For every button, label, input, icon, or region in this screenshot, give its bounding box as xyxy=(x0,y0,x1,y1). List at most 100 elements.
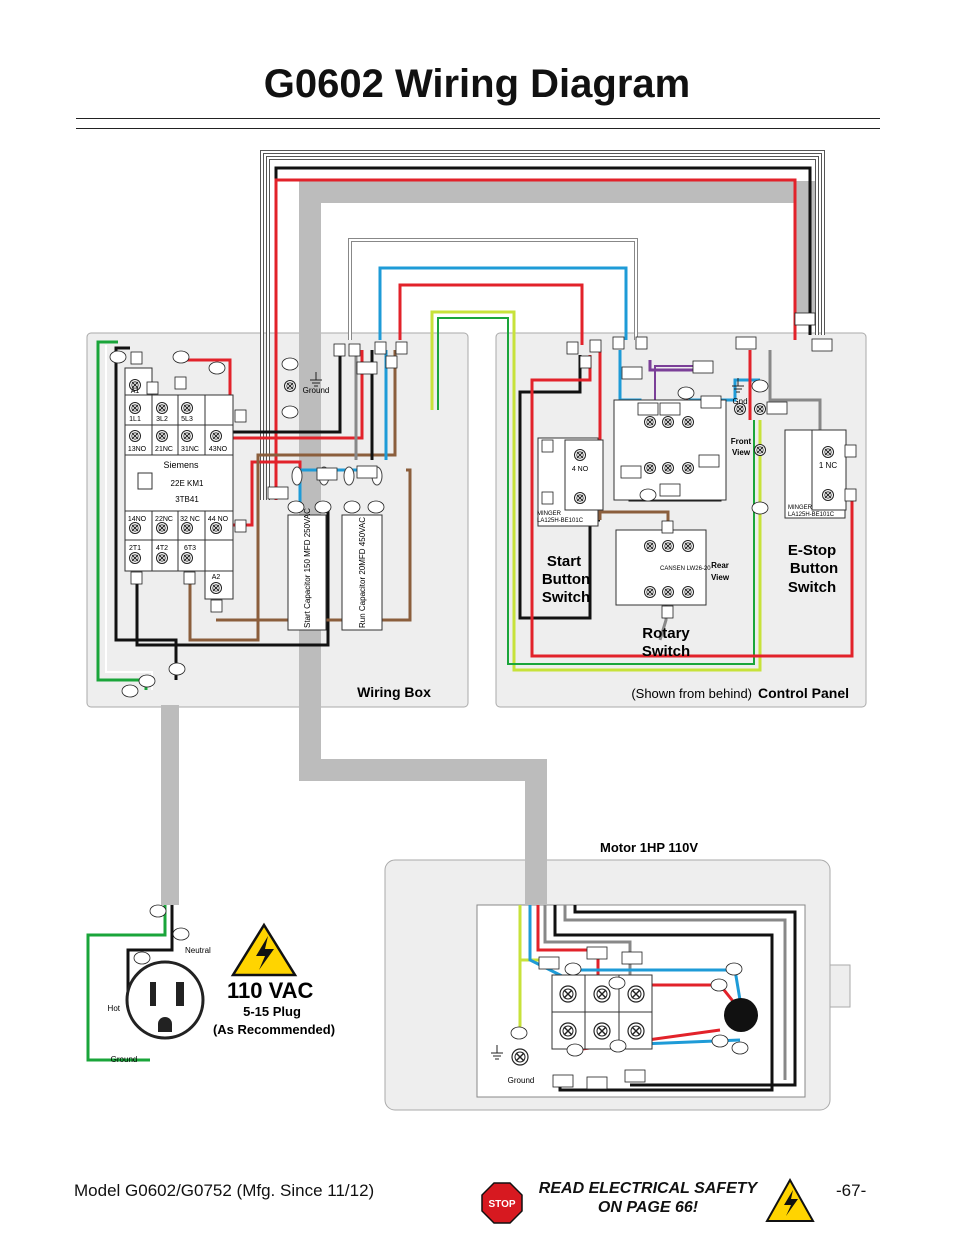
estop-switch-brand: MINGER xyxy=(788,505,813,511)
wire-color-tag xyxy=(566,1043,584,1057)
wire-color-tag xyxy=(564,962,582,976)
wire-color-tag xyxy=(710,978,728,992)
footer-safety-line1: READ ELECTRICAL SAFETY xyxy=(538,1180,758,1197)
terminal-tag xyxy=(624,1069,646,1083)
terminal-tag xyxy=(267,486,289,500)
main-conduit xyxy=(299,181,816,705)
wire-color-tag xyxy=(751,501,769,515)
terminal-tag xyxy=(234,409,247,423)
footer-model: Model G0602/G0752 (Mfg. Since 11/12) xyxy=(74,1181,375,1200)
wire-color-tag xyxy=(138,674,156,688)
terminal-tag xyxy=(385,355,398,369)
term-31nc: 31NC xyxy=(181,446,199,453)
wire-color-tag xyxy=(751,379,769,393)
estop-switch-nc: 1 NC xyxy=(819,461,837,470)
motor-terminal-block xyxy=(724,998,758,1032)
start-switch-no: 4 NO xyxy=(572,466,589,473)
term-3l2: 3L2 xyxy=(156,416,168,423)
terminal-tag xyxy=(356,465,378,479)
wire-color-tag xyxy=(314,500,332,514)
voltage-label: 110 VAC xyxy=(227,978,314,1003)
term-5l3: 5L3 xyxy=(181,416,193,423)
terminal-tag xyxy=(538,956,560,970)
terminal-tag xyxy=(348,343,361,357)
terminal-tag xyxy=(586,1076,608,1090)
start-switch-title-1: Start xyxy=(547,553,581,570)
terminal-tag xyxy=(552,1074,574,1088)
terminal-tag xyxy=(661,520,674,534)
front-view-label-2: View xyxy=(732,448,751,457)
motor-ground-label: Ground xyxy=(508,1076,535,1085)
plug-neutral-label: Neutral xyxy=(185,946,211,955)
term-2t1: 2T1 xyxy=(129,545,141,552)
estop-title-2: Button xyxy=(790,560,838,577)
rotary-switch-title-2: Switch xyxy=(642,643,690,660)
terminal-tag xyxy=(210,599,223,613)
plug-hot-label: Hot xyxy=(108,1004,121,1013)
terminal-tag xyxy=(844,444,857,458)
wire-color-tag xyxy=(109,350,127,364)
estop-title-1: E-Stop xyxy=(788,542,836,559)
terminal-tag xyxy=(566,341,579,355)
term-32nc: 32 NC xyxy=(180,516,200,523)
wire-color-tag xyxy=(731,1041,749,1055)
terminal-tag xyxy=(146,381,159,395)
terminal-tag xyxy=(661,605,674,619)
wire-color-tag xyxy=(639,488,657,502)
terminal-tag xyxy=(612,336,625,350)
wiring-box-ground-label: Ground xyxy=(303,386,330,395)
ground-symbol-icon xyxy=(732,378,744,393)
wire-color-tag xyxy=(367,500,385,514)
start-switch-model: LA125H-BE101C xyxy=(537,518,584,524)
terminal-tag xyxy=(659,483,681,497)
wire-color-tag xyxy=(711,1034,729,1048)
terminal-tag xyxy=(183,571,196,585)
stop-sign-text: STOP xyxy=(488,1199,515,1210)
page-title: G0602 Wiring Diagram xyxy=(263,62,691,106)
terminal-tag xyxy=(174,376,187,390)
term-14no: 14NO xyxy=(128,516,147,523)
wire-color-tag xyxy=(133,951,151,965)
terminal-tag xyxy=(316,467,338,481)
term-43no: 43NO xyxy=(209,446,228,453)
title-rule-bottom xyxy=(76,128,880,129)
motor-conduit xyxy=(299,705,547,905)
terminal-tag xyxy=(589,339,602,353)
wire-color-tag xyxy=(281,405,299,419)
contactor xyxy=(124,367,234,600)
motor-shaft xyxy=(829,964,851,1008)
term-1l1: 1L1 xyxy=(129,416,141,423)
start-capacitor-label: Start Capacitor 150 MFD 250VAC xyxy=(303,508,312,628)
footer-safety-line2: ON PAGE 66! xyxy=(597,1199,699,1216)
terminal-tag xyxy=(374,341,387,355)
wire-color-tag xyxy=(343,500,361,514)
terminal-tag xyxy=(698,454,720,468)
rotary-switch-title-1: Rotary xyxy=(642,625,690,642)
terminal-tag xyxy=(130,571,143,585)
wire-color-tag xyxy=(510,1026,528,1040)
terminal-tag xyxy=(621,951,643,965)
terminal-tag xyxy=(541,491,554,505)
terminal-tag xyxy=(844,488,857,502)
term-44no: 44 NO xyxy=(208,516,229,523)
wire-color-tag xyxy=(172,350,190,364)
run-capacitor xyxy=(341,514,383,631)
terminal-tag xyxy=(356,361,378,375)
start-switch-brand: MINGER xyxy=(537,511,562,517)
start-switch-title-2: Button xyxy=(542,571,590,588)
contactor-model1: 22E KM1 xyxy=(171,479,204,488)
wire-tags xyxy=(109,312,857,1090)
contactor-model2: 3TB41 xyxy=(175,495,199,504)
rear-view-label-1: Rear xyxy=(711,561,729,570)
term-22nc: 22NC xyxy=(155,516,173,523)
control-panel-label: Control Panel xyxy=(758,685,849,701)
hazard-icon xyxy=(230,922,298,977)
shown-from-behind-label: (Shown from behind) xyxy=(631,686,752,701)
wire-color-tag xyxy=(121,684,139,698)
term-4t2: 4T2 xyxy=(156,545,168,552)
estop-title-3: Switch xyxy=(788,579,836,596)
terminal-tag xyxy=(659,402,681,416)
wire-color-tag xyxy=(609,1039,627,1053)
start-switch-title-3: Switch xyxy=(542,589,590,606)
